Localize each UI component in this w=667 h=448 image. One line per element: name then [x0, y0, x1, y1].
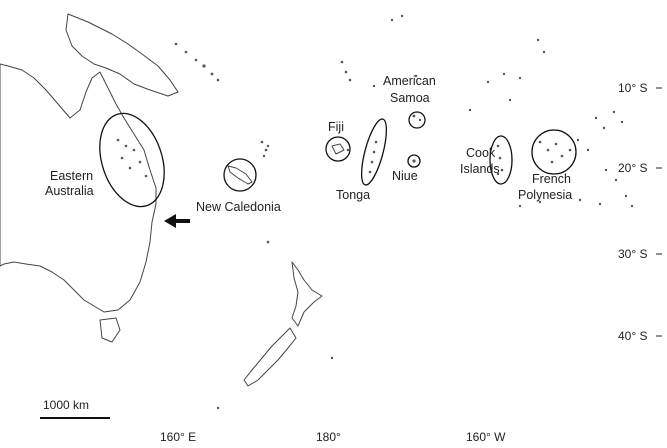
scale-bar-label: 1000 km	[43, 398, 89, 412]
label-french-line2: Polynesia	[518, 188, 572, 202]
lat-tick-30s: 30° S	[618, 247, 647, 261]
lat-tick-40s: 40° S	[618, 329, 647, 343]
label-eastern-line1: Eastern	[50, 169, 93, 183]
label-fiji: Fiji	[328, 120, 344, 134]
label-american-line1: American	[383, 74, 436, 88]
fiji-ring	[325, 136, 351, 162]
lat-tick-10s: 10° S	[618, 81, 647, 95]
latitude-ticks: 10° S 20° S 30° S 40° S	[618, 81, 662, 343]
label-cook-line2: Islands	[460, 162, 500, 176]
nz-north-island	[291, 261, 323, 327]
label-french-line1: French	[532, 172, 571, 186]
new-guinea-coast	[65, 13, 179, 97]
nz-south-island	[243, 327, 297, 387]
american-samoa-ring	[408, 111, 426, 129]
label-eastern-line2: Australia	[45, 184, 94, 198]
landmasses	[0, 13, 323, 387]
label-cook-line1: Cook	[466, 146, 496, 160]
location-arrow	[164, 214, 190, 228]
label-niue: Niue	[392, 169, 418, 183]
tonga-ring	[360, 118, 388, 186]
new-caledonia-ring	[223, 158, 257, 192]
label-new-caledonia: New Caledonia	[196, 200, 281, 214]
lon-tick-160w: 160° W	[466, 430, 506, 444]
lon-tick-180: 180°	[316, 430, 341, 444]
place-labels: Eastern Australia New Caledonia Fiji Ton…	[45, 74, 572, 214]
label-american-line2: Samoa	[390, 91, 430, 105]
eastern-australia-ring	[99, 112, 165, 208]
french-polynesia-ring	[531, 129, 577, 175]
small-islands	[116, 14, 634, 410]
longitude-ticks: 160° E 180° 160° W	[160, 430, 506, 444]
group-rings	[99, 111, 577, 208]
scale-bar: 1000 km	[40, 398, 110, 419]
lat-tick-20s: 20° S	[618, 161, 647, 175]
lon-tick-160e: 160° E	[160, 430, 196, 444]
label-tonga: Tonga	[336, 188, 370, 202]
niue-ring	[407, 154, 421, 168]
cook-islands-ring	[489, 135, 513, 185]
australia-coast	[0, 63, 157, 313]
new-caledonia-island	[227, 165, 253, 185]
tasmania-coast	[99, 317, 121, 343]
arrow-left-icon	[164, 214, 190, 228]
